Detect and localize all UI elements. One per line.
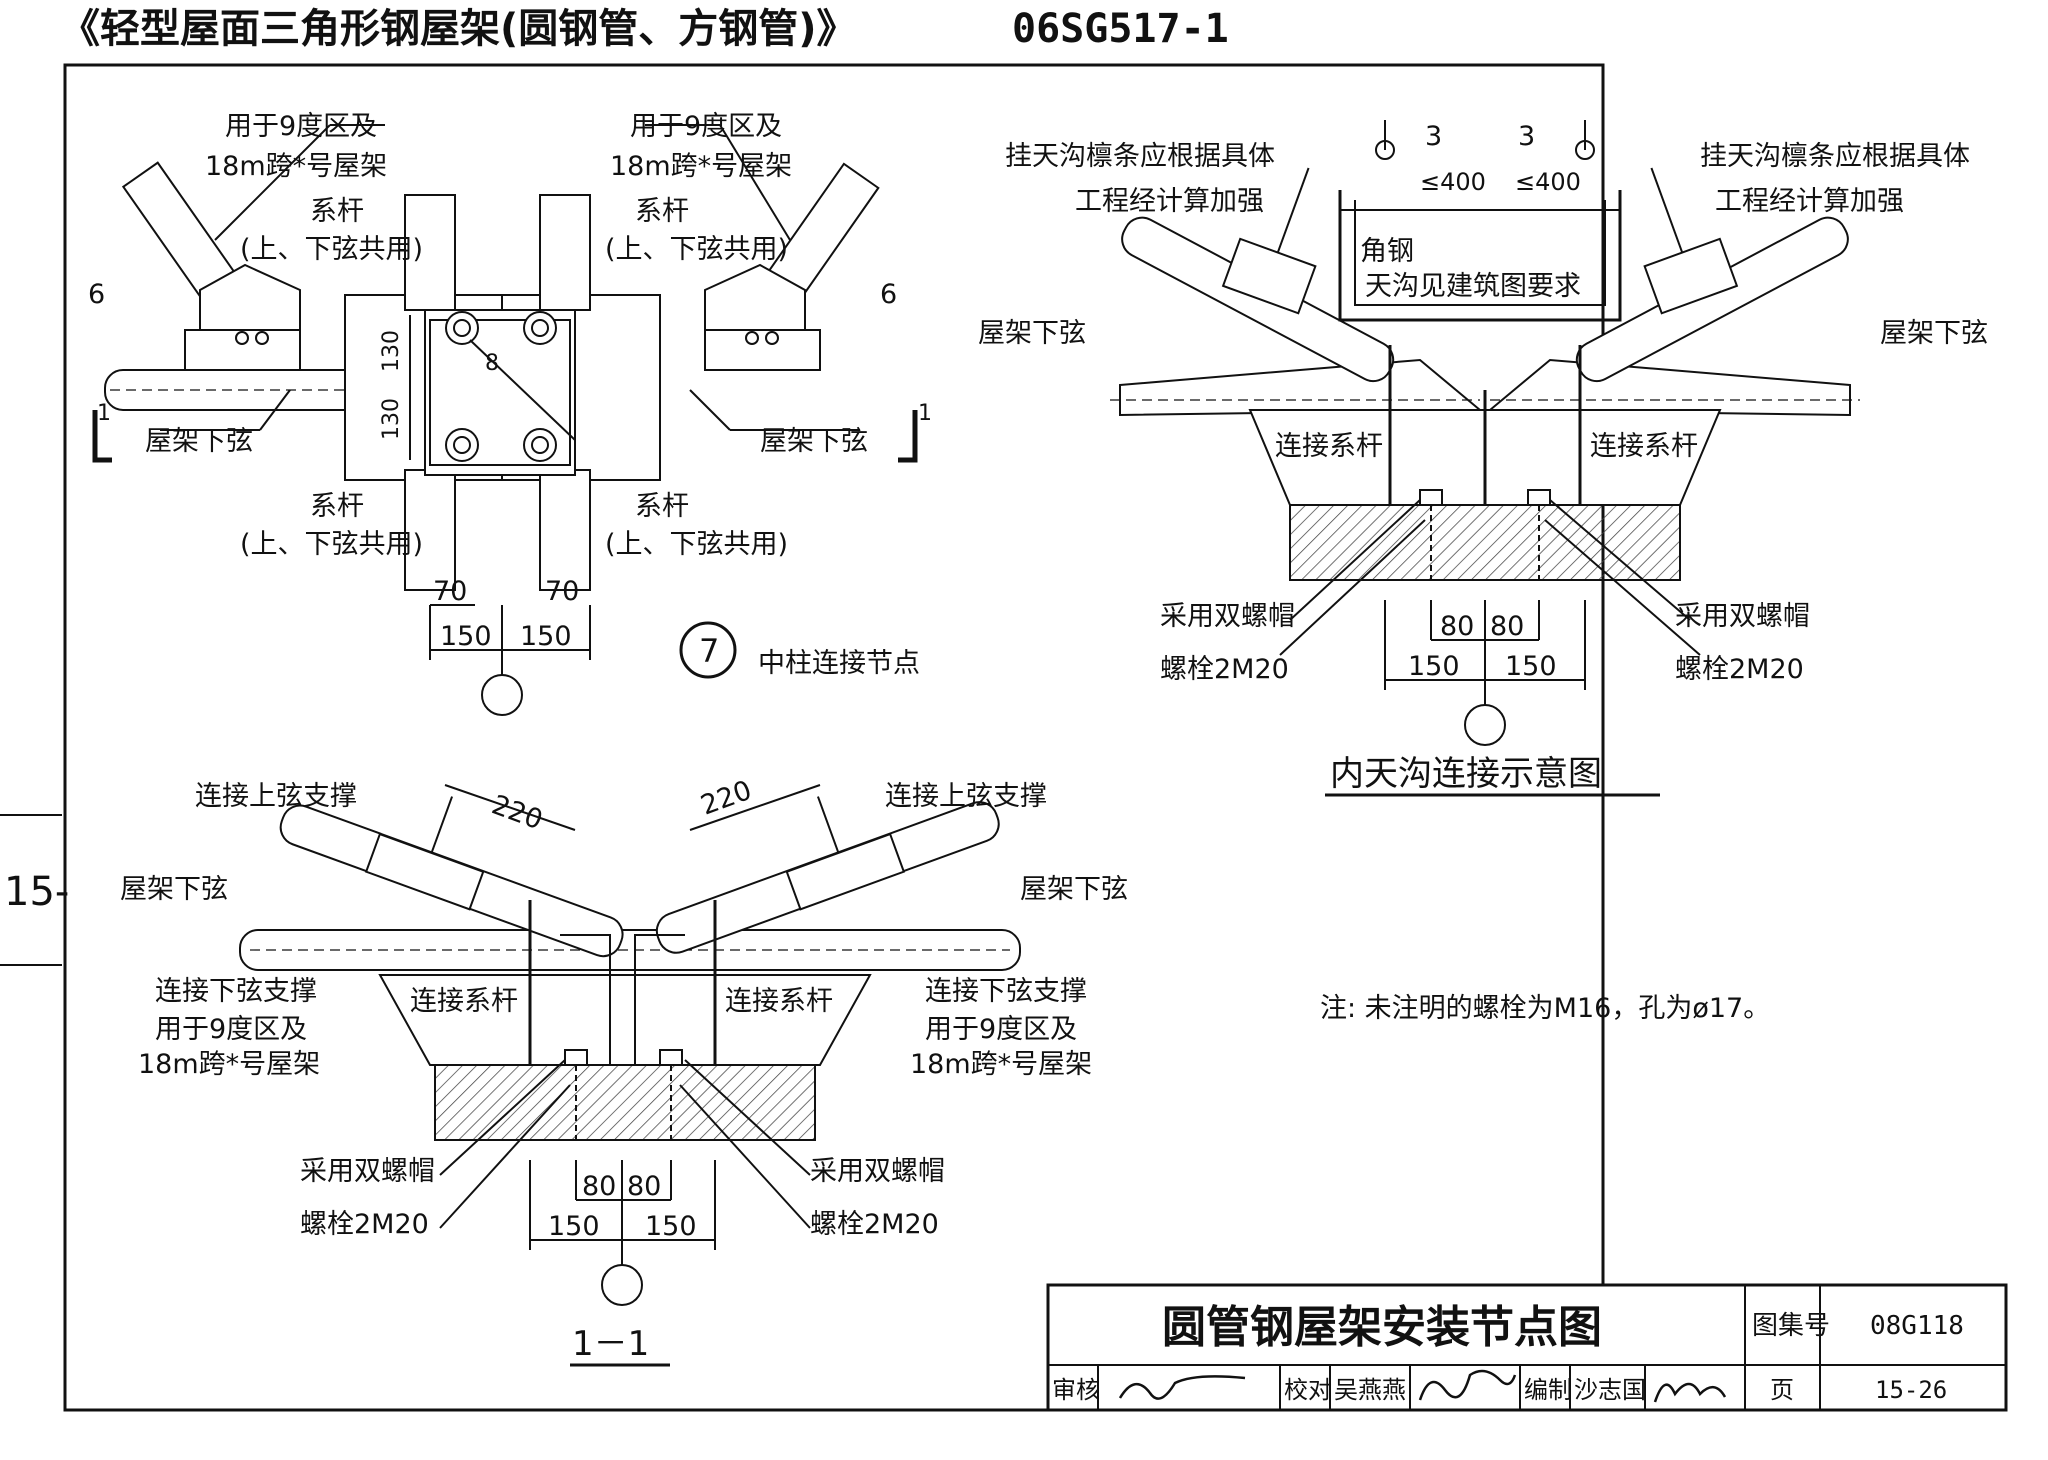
s11-note-right-2: 18m跨*号屋架 xyxy=(910,1049,1092,1080)
d7-tie-top-right: 系杆 xyxy=(635,196,689,227)
gutter-dim-150-right: 150 xyxy=(1505,651,1557,682)
gutter-dim-80-right: 80 xyxy=(1490,611,1524,642)
gutter-dim-80-left: 80 xyxy=(1440,611,1474,642)
page-number: 15-26 xyxy=(1875,1376,1947,1404)
sheet-title: 《轻型屋面三角形钢屋架(圆钢管、方钢管)》 xyxy=(60,6,857,52)
s11-chord-right: 屋架下弦 xyxy=(1020,874,1128,905)
s11-dim-150-right: 150 xyxy=(645,1211,697,1242)
atlas-number: 08G118 xyxy=(1870,1311,1964,1341)
d7-sec-mark-right: 1 xyxy=(918,401,932,426)
gutter-weld-left: 3 xyxy=(1425,121,1442,152)
s11-chord-left: 屋架下弦 xyxy=(120,874,228,905)
d7-tie-sub-top-left: (上、下弦共用) xyxy=(240,234,423,265)
d7-sec-mark-left: 1 xyxy=(97,401,111,426)
gutter-note-left-2: 工程经计算加强 xyxy=(1075,186,1264,217)
gutter-caption: 内天沟连接示意图 xyxy=(1330,754,1602,794)
d7-detail-number: 7 xyxy=(699,632,719,670)
gutter-note-left-1: 挂天沟檩条应根据具体 xyxy=(1005,141,1275,172)
gutter-weld-right: 3 xyxy=(1518,121,1535,152)
s11-note-left-1: 用于9度区及 xyxy=(155,1014,307,1045)
gutter-tie-right: 连接系杆 xyxy=(1590,431,1698,462)
d7-weld-left: 6 xyxy=(88,279,105,310)
side-tab: 15- xyxy=(4,869,69,915)
check-label: 校对 xyxy=(1284,1376,1332,1404)
gutter-bolt-left: 螺栓2M20 xyxy=(1160,654,1289,685)
gutter-note-right-1: 挂天沟檩条应根据具体 xyxy=(1700,141,1970,172)
gutter-angle-label: 角钢 xyxy=(1360,236,1414,267)
sheet-code: 06SG517-1 xyxy=(1012,6,1229,52)
d7-brace-note-left-2: 18m跨*号屋架 xyxy=(205,151,387,182)
general-note: 注: 未注明的螺栓为M16，孔为ø17。 xyxy=(1320,993,1770,1024)
atlas-label: 图集号 xyxy=(1752,1311,1830,1341)
d7-tie-bottom-right: 系杆 xyxy=(635,491,689,522)
gutter-dim-400-right: ≤400 xyxy=(1515,168,1581,196)
d7-chord-left: 屋架下弦 xyxy=(145,426,253,457)
gutter-gutter-label: 天沟见建筑图要求 xyxy=(1365,271,1581,302)
d7-tie-sub-bottom-right: (上、下弦共用) xyxy=(605,529,788,560)
page-label: 页 xyxy=(1770,1376,1794,1404)
d7-brace-note-left-1: 用于9度区及 xyxy=(225,111,377,142)
d7-brace-note-right-1: 用于9度区及 xyxy=(630,111,782,142)
s11-top-brace-left: 连接上弦支撑 xyxy=(195,781,357,812)
sheet-frame xyxy=(63,63,1605,1412)
d7-dim-70-right: 70 xyxy=(545,576,579,607)
d7-dim-70-left: 70 xyxy=(433,576,467,607)
s11-nut-right: 采用双螺帽 xyxy=(810,1156,945,1187)
checker-name: 吴燕燕 xyxy=(1334,1376,1406,1404)
gutter-dim-400-left: ≤400 xyxy=(1420,168,1486,196)
edit-label: 编制 xyxy=(1524,1376,1572,1404)
reviewer-signature xyxy=(1118,1375,1246,1400)
detail-7-middle-column-joint xyxy=(92,124,918,716)
s11-bottom-brace-right: 连接下弦支撑 xyxy=(925,976,1087,1007)
section-1-1 xyxy=(239,784,1021,1367)
s11-bottom-brace-left: 连接下弦支撑 xyxy=(155,976,317,1007)
d7-chord-right: 屋架下弦 xyxy=(760,426,868,457)
s11-nut-left: 采用双螺帽 xyxy=(300,1156,435,1187)
s11-tie-right: 连接系杆 xyxy=(725,986,833,1017)
review-label: 审核 xyxy=(1052,1376,1100,1404)
editor-name: 沙志国 xyxy=(1574,1376,1646,1404)
gutter-nut-left: 采用双螺帽 xyxy=(1160,601,1295,632)
d7-tie-bottom-left: 系杆 xyxy=(310,491,364,522)
drawing-title: 圆管钢屋架安装节点图 xyxy=(1162,1302,1602,1353)
d7-dim-150-left: 150 xyxy=(440,621,492,652)
s11-note-right-1: 用于9度区及 xyxy=(925,1014,1077,1045)
s11-caption: 1－1 xyxy=(572,1324,649,1364)
s11-tie-left: 连接系杆 xyxy=(410,986,518,1017)
gutter-dim-150-left: 150 xyxy=(1408,651,1460,682)
s11-bolt-left: 螺栓2M20 xyxy=(300,1209,429,1240)
s11-dim-80-left: 80 xyxy=(582,1171,616,1202)
d7-dim-130b: 130 xyxy=(379,398,404,440)
s11-dim-80-right: 80 xyxy=(627,1171,661,1202)
d7-dim-130a: 130 xyxy=(379,330,404,372)
s11-dim-150-left: 150 xyxy=(548,1211,600,1242)
s11-dim-220-left: 220 xyxy=(488,789,547,836)
s11-note-left-2: 18m跨*号屋架 xyxy=(138,1049,320,1080)
d7-dim-150-right: 150 xyxy=(520,621,572,652)
d7-caption: 中柱连接节点 xyxy=(758,648,920,679)
d7-weld-right: 6 xyxy=(880,279,897,310)
title-block xyxy=(1046,1283,2008,1412)
d7-tie-top-left: 系杆 xyxy=(310,196,364,227)
editor-signature xyxy=(1653,1382,1727,1403)
checker-signature xyxy=(1418,1369,1517,1401)
s11-bolt-right: 螺栓2M20 xyxy=(810,1209,939,1240)
s11-dim-220-right: 220 xyxy=(697,775,756,822)
gutter-tie-left: 连接系杆 xyxy=(1275,431,1383,462)
gutter-note-right-2: 工程经计算加强 xyxy=(1715,186,1904,217)
d7-tie-sub-bottom-left: (上、下弦共用) xyxy=(240,529,423,560)
d7-tie-sub-top-right: (上、下弦共用) xyxy=(605,234,788,265)
gutter-chord-right: 屋架下弦 xyxy=(1880,318,1988,349)
gutter-nut-right: 采用双螺帽 xyxy=(1675,601,1810,632)
inner-gutter-diagram xyxy=(1110,120,1860,797)
gutter-chord-left: 屋架下弦 xyxy=(978,318,1086,349)
s11-top-brace-right: 连接上弦支撑 xyxy=(885,781,1047,812)
d7-brace-note-right-2: 18m跨*号屋架 xyxy=(610,151,792,182)
d7-plate-mark: 8 xyxy=(485,351,499,376)
gutter-bolt-right: 螺栓2M20 xyxy=(1675,654,1804,685)
